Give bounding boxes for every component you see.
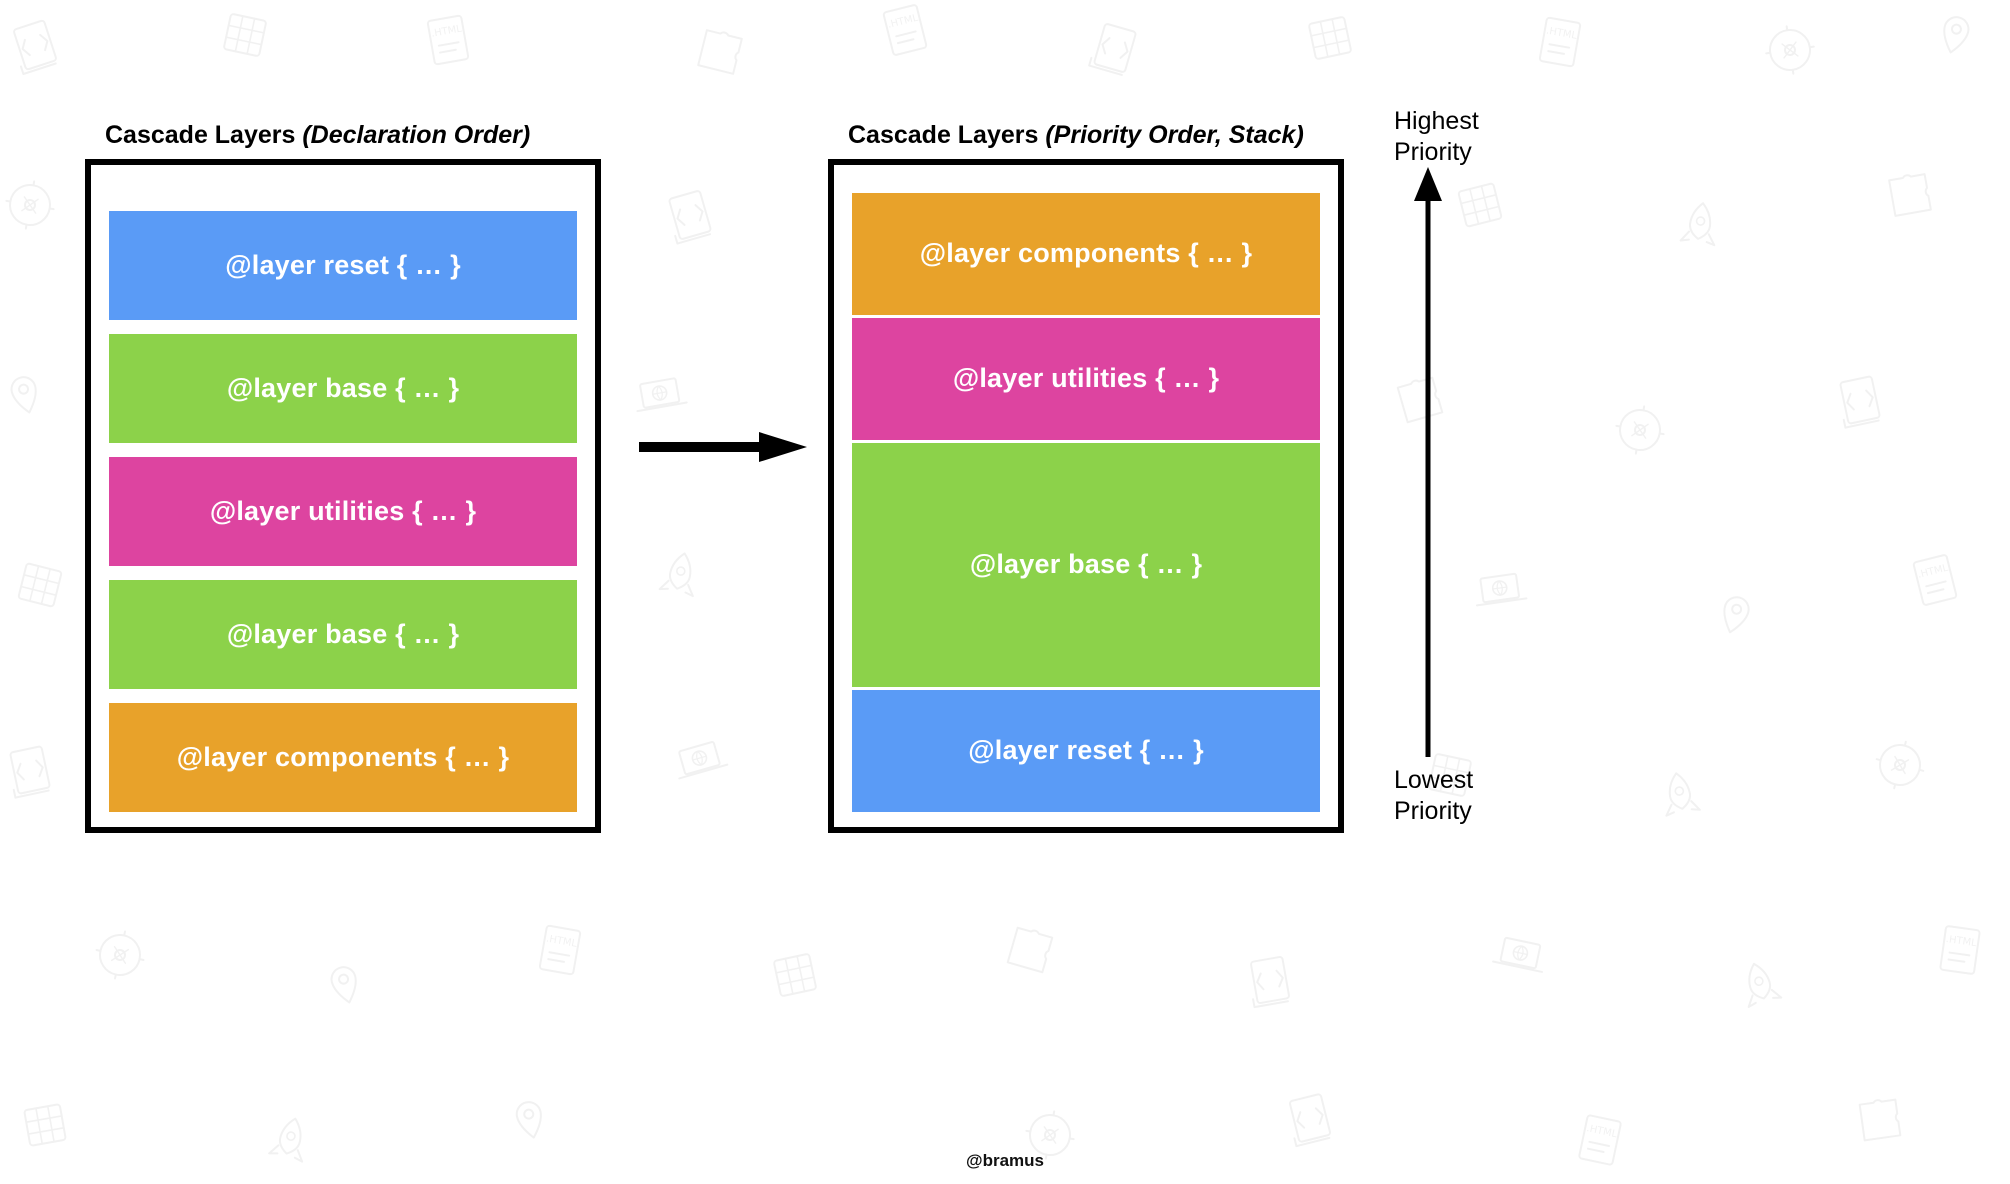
- lowest-priority-label: Lowest Priority: [1394, 766, 1474, 825]
- priority-order-title-main: Cascade Layers: [848, 121, 1046, 149]
- highest-priority-label: Highest Priority: [1394, 107, 1479, 166]
- declaration-order-panel: Cascade Layers (Declaration Order) @laye…: [85, 121, 601, 833]
- layer-bar-label: @layer components { … }: [176, 741, 510, 772]
- layer-bar-label: @layer base { … }: [969, 549, 1203, 579]
- layer-bar-components: @layer components { … }: [852, 192, 1320, 315]
- priority-order-layer-stack: @layer components { … } @layer utilities …: [828, 158, 1344, 833]
- layer-bar-utilities: @layer utilities { … }: [109, 456, 577, 566]
- declaration-order-title-main: Cascade Layers: [105, 121, 303, 149]
- declaration-order-title-emphasis: (Declaration Order): [302, 121, 531, 149]
- layer-bar-base: @layer base { … }: [852, 442, 1320, 687]
- layer-bar-reset: @layer reset { … }: [852, 689, 1320, 812]
- layer-bar-label: @layer base { … }: [226, 618, 460, 649]
- declaration-order-title: Cascade Layers (Declaration Order): [85, 121, 601, 150]
- priority-order-panel: Cascade Layers (Priority Order, Stack) @…: [828, 121, 1344, 833]
- layer-bar-reset: @layer reset { … }: [109, 210, 577, 320]
- layer-bar-components: @layer components { … }: [109, 702, 577, 812]
- priority-up-arrow-icon: [1414, 167, 1442, 757]
- layer-bar-label: @layer components { … }: [919, 238, 1253, 268]
- author-credit: @bramus: [966, 1151, 1044, 1170]
- layer-bar-label: @layer base { … }: [226, 372, 460, 403]
- layer-bar-label: @layer reset { … }: [225, 249, 461, 280]
- priority-axis: Highest Priority Lowest Priority: [1386, 107, 1556, 825]
- layer-bar-label: @layer utilities { … }: [209, 495, 477, 526]
- priority-order-title-emphasis: (Priority Order, Stack): [1045, 121, 1304, 149]
- layer-bar-base: @layer base { … }: [109, 579, 577, 689]
- layer-bar-label: @layer reset { … }: [968, 735, 1204, 765]
- layer-bar-utilities: @layer utilities { … }: [852, 317, 1320, 440]
- layer-bar-label: @layer utilities { … }: [952, 363, 1220, 393]
- layer-bar-base: @layer base { … }: [109, 333, 577, 443]
- priority-order-title: Cascade Layers (Priority Order, Stack): [828, 121, 1344, 150]
- transform-arrow-icon: [639, 432, 807, 462]
- declaration-order-layer-stack: @layer reset { … } @layer base { … } @laye…: [85, 158, 601, 833]
